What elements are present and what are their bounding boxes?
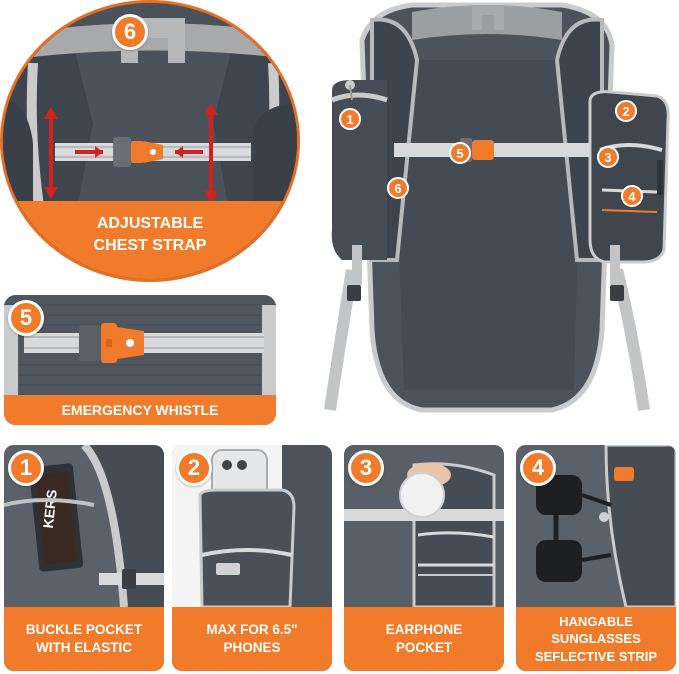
earphone-pocket-illustration [344,445,504,607]
whistle-label: EMERGENCY WHISTLE [4,395,276,425]
whistle-closeup: EMERGENCY WHISTLE [4,295,276,425]
product-marker-4: 4 [621,185,643,207]
feature-badge-3: 3 [348,450,384,486]
feature-label-3: EARPHONE POCKET [344,607,504,671]
backpack-main-photo [324,2,670,413]
chest-strap-label: ADJUSTABLE CHEST STRAP [3,201,297,279]
feature-badge-2: 2 [176,450,212,486]
feature-panel-buckle-pocket: KERS BUCKLE POCKET WITH ELASTIC [4,445,164,671]
product-marker-5: 5 [449,142,471,164]
feature-panel-phone-pocket: MAX FOR 6.5" PHONES [172,445,332,671]
product-marker-6: 6 [387,177,409,199]
feature-label-1: BUCKLE POCKET WITH ELASTIC [4,607,164,671]
feature-label-4: HANGABLE SUNGLASSES SEFLECTIVE STRIP [516,607,676,671]
product-marker-1: 1 [339,108,361,130]
product-marker-2: 2 [615,100,637,122]
feature-label-2: MAX FOR 6.5" PHONES [172,607,332,671]
callout-badge-5: 5 [8,300,44,336]
feature-badge-4: 4 [520,450,556,486]
chest-strap-closeup: ADJUSTABLE CHEST STRAP [0,0,300,282]
callout-badge-6: 6 [112,14,148,50]
product-marker-3: 3 [597,146,619,168]
feature-panel-earphone-pocket: EARPHONE POCKET [344,445,504,671]
phone-pocket-illustration [172,445,332,607]
feature-badge-1: 1 [8,450,44,486]
